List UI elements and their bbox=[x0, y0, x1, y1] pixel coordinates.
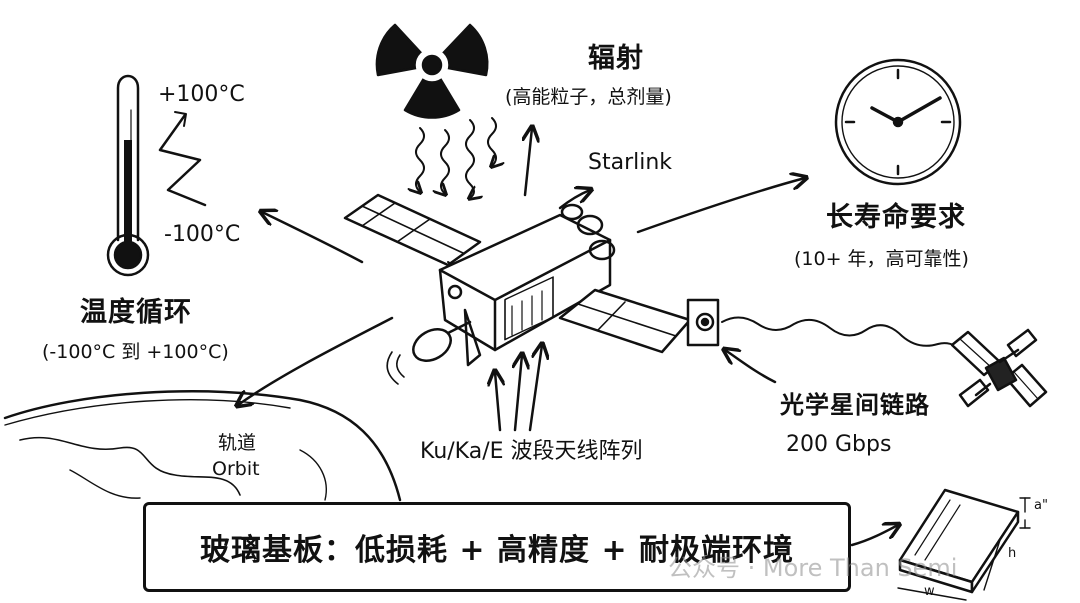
orbit-label-en: Orbit bbox=[212, 458, 260, 480]
antenna-label: Ku/Ka/E 波段天线阵列 bbox=[420, 439, 643, 464]
satellite-name: Starlink bbox=[588, 150, 673, 175]
orbit-label-cn: 轨道 bbox=[218, 432, 257, 454]
arrow-antenna-1 bbox=[495, 372, 500, 432]
arrow-to-orbit bbox=[238, 316, 394, 405]
optical-link-speed: 200 Gbps bbox=[786, 432, 892, 457]
temperature-title: 温度循环 bbox=[80, 297, 192, 328]
arrow-to-radiation bbox=[525, 128, 532, 197]
remote-satellite-icon bbox=[950, 328, 1048, 408]
satellite-illustration bbox=[343, 193, 720, 385]
arrow-antenna-3 bbox=[528, 345, 542, 432]
arrow-to-lifetime bbox=[636, 178, 805, 234]
substrate-dim-h: h bbox=[1008, 546, 1017, 561]
banner-text: 玻璃基板：低损耗 + 高精度 + 耐极端环境 bbox=[199, 533, 795, 568]
temperature-range: (-100°C 到 +100°C) bbox=[42, 341, 229, 363]
lifetime-title: 长寿命要求 bbox=[826, 202, 966, 233]
arrow-to-temperature bbox=[262, 212, 364, 264]
arrow-to-substrate bbox=[850, 525, 898, 547]
glass-substrate-banner: 玻璃基板：低损耗 + 高精度 + 耐极端环境 bbox=[143, 502, 851, 592]
optical-link-title: 光学星间链路 bbox=[780, 391, 930, 419]
substrate-dim-a: a" bbox=[1034, 498, 1048, 513]
arrow-to-starlink bbox=[558, 190, 590, 210]
arrow-antenna-2 bbox=[515, 355, 522, 432]
radiation-icon bbox=[375, 23, 489, 119]
arrow-to-optical-link bbox=[725, 350, 777, 384]
lifetime-detail: (10+ 年，高可靠性) bbox=[794, 248, 969, 270]
radiation-wave-icons bbox=[416, 117, 496, 198]
thermometer-icon bbox=[106, 74, 150, 277]
substrate-dim-w: w bbox=[924, 584, 935, 599]
radiation-detail: (高能粒子，总剂量) bbox=[505, 86, 672, 108]
glass-substrate-icon bbox=[897, 488, 1031, 601]
clock-icon bbox=[834, 58, 962, 186]
annotation-arrows bbox=[238, 128, 898, 547]
earth-globe bbox=[3, 390, 402, 502]
temp-low-label: -100°C bbox=[164, 222, 241, 247]
temperature-zigzag-icon bbox=[158, 111, 207, 207]
radiation-title: 辐射 bbox=[588, 43, 644, 74]
optical-link-beam bbox=[721, 316, 969, 355]
temp-high-label: +100°C bbox=[158, 82, 245, 107]
watermark-text: 公众号 · More Than Semi bbox=[668, 554, 958, 582]
